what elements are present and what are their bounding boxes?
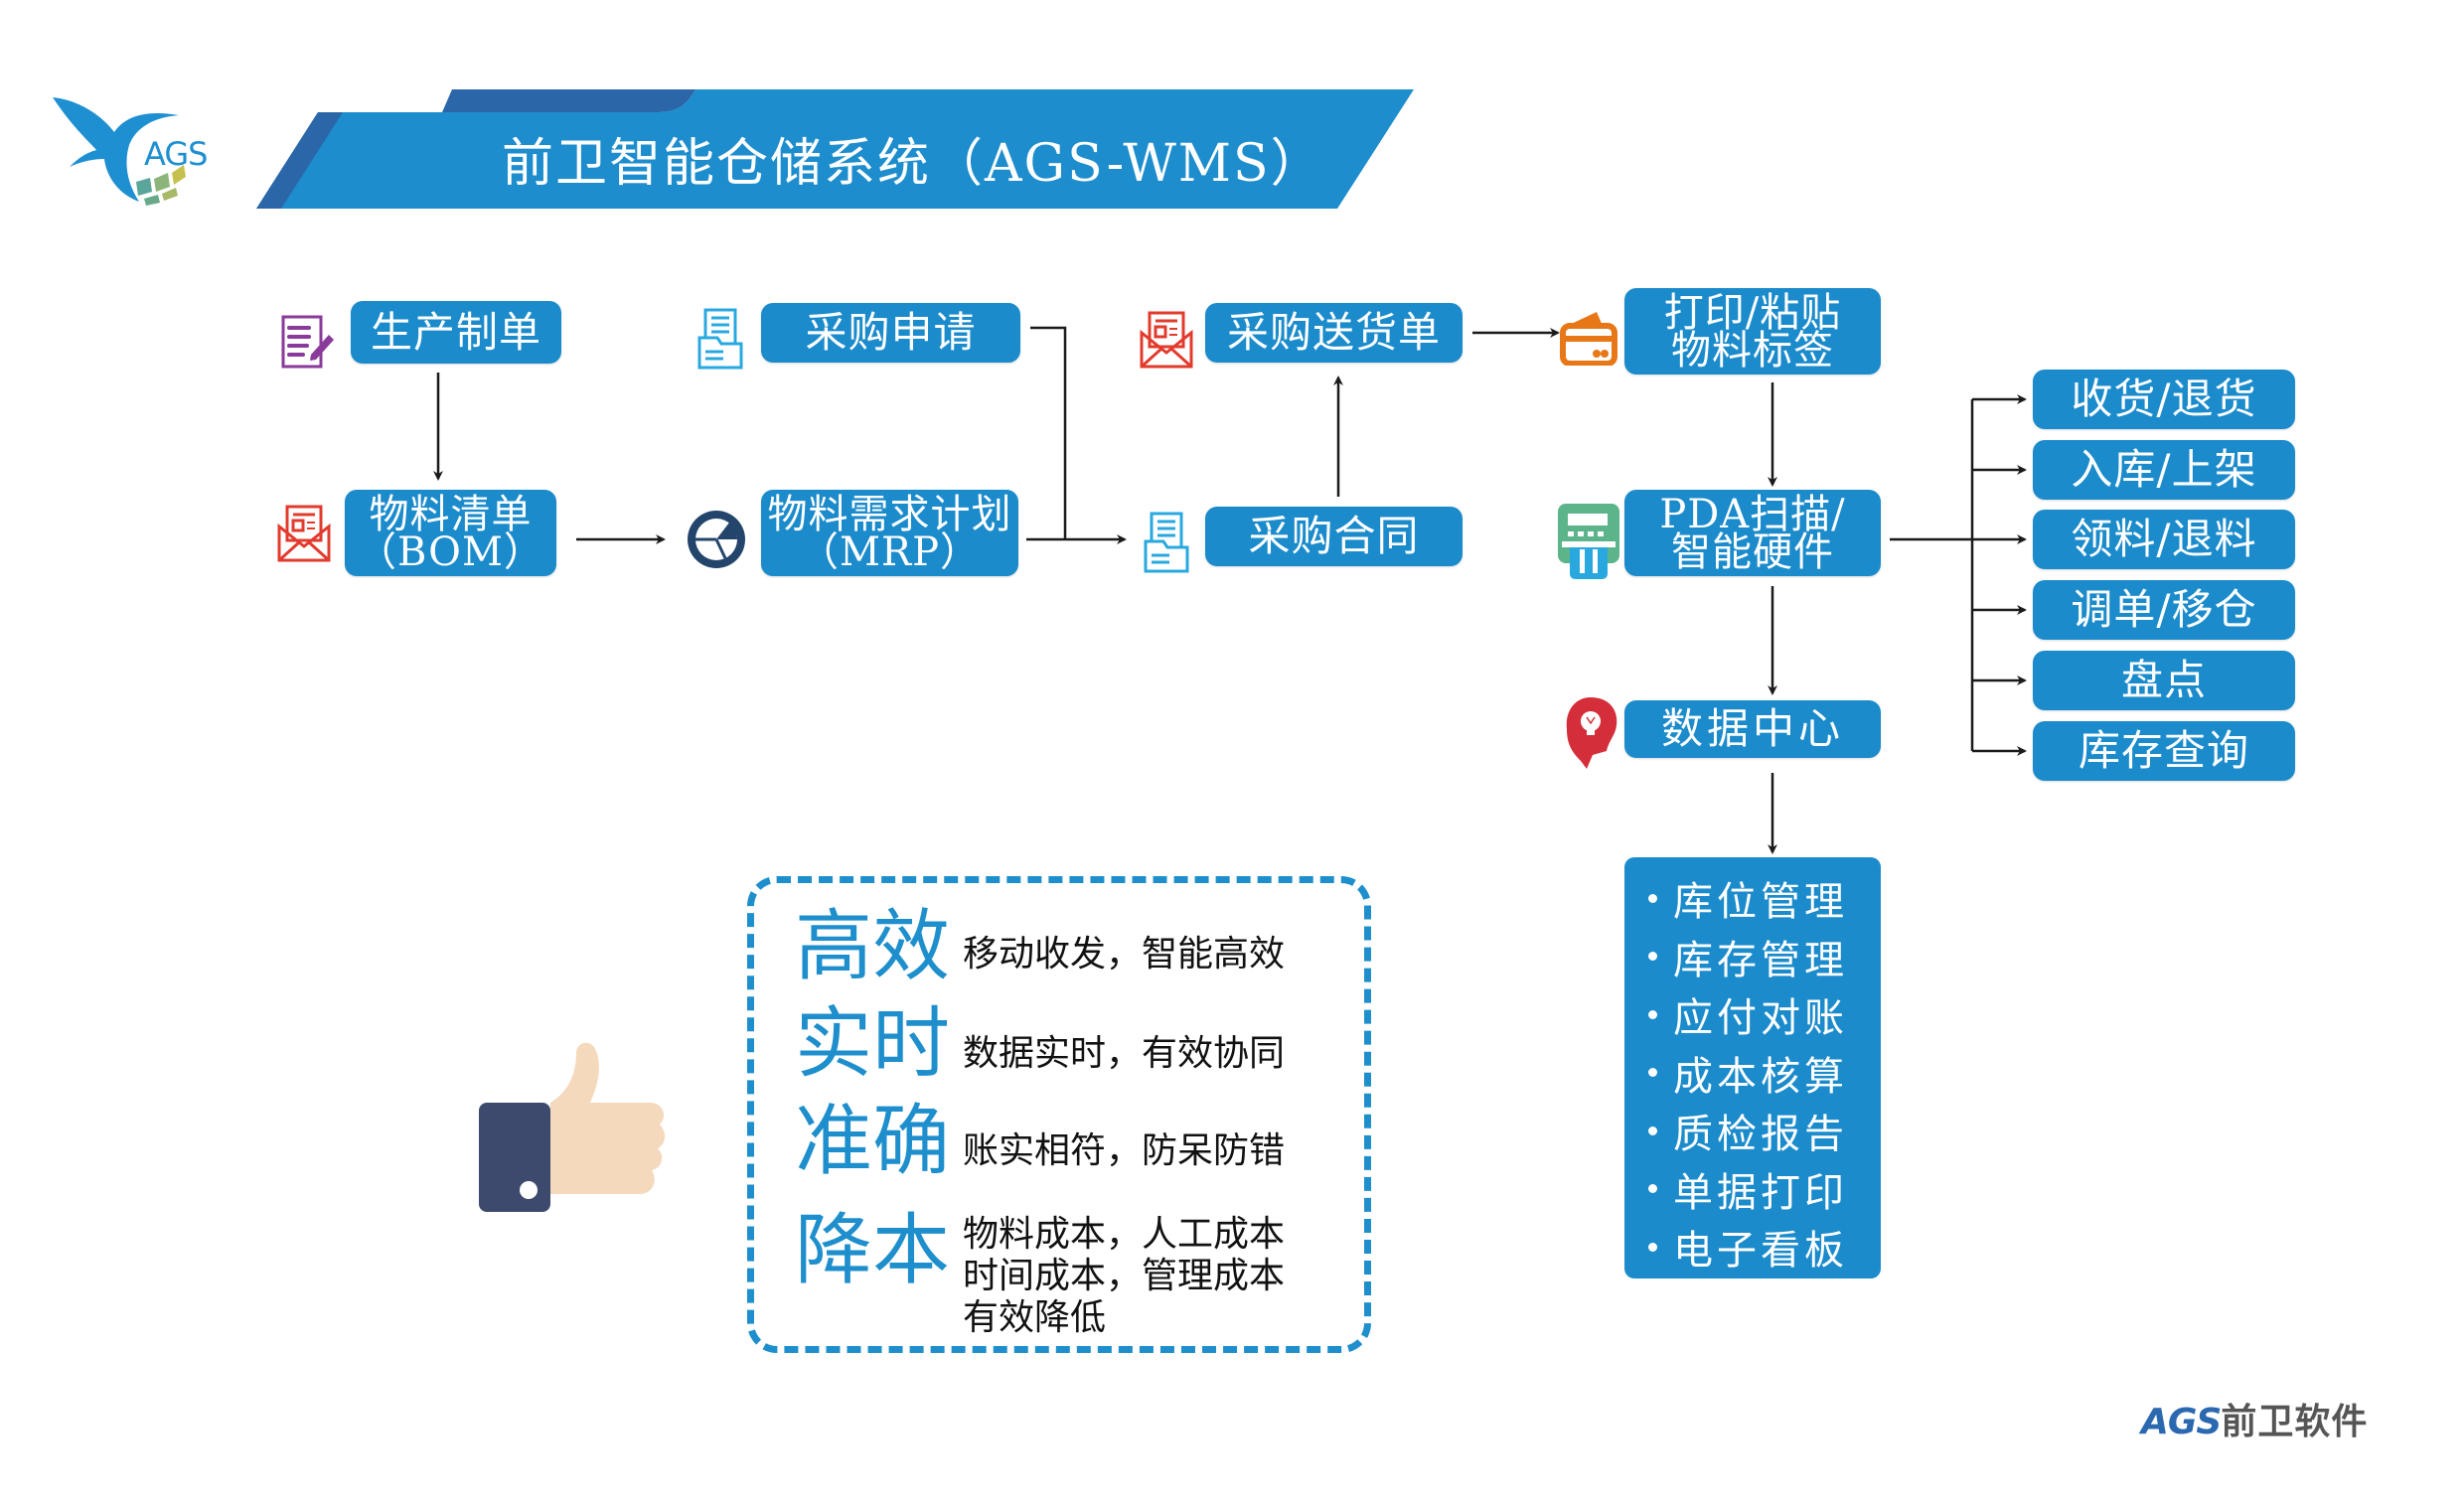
pda-box[interactable]: PDA扫描/ 智能硬件 <box>1624 490 1881 576</box>
benefit-description: 移动收发，智能高效 <box>963 934 1286 975</box>
operation-label: 领料/退料 <box>2071 515 2257 563</box>
benefit-description: 数据实时，有效协同 <box>963 1033 1286 1074</box>
card-icon <box>1560 312 1617 366</box>
mrp-box[interactable]: 物料需求计划 （MRP） <box>761 490 1018 576</box>
benefit-item: 高效 移动收发，智能高效 <box>795 906 1285 987</box>
hummingbird-logo-icon <box>53 97 186 206</box>
bom-label: 物料清单 （BOM） <box>357 491 544 575</box>
bom-box[interactable]: 物料清单 （BOM） <box>345 490 556 576</box>
operation-label: 调单/移仓 <box>2071 585 2257 634</box>
benefit-keyword: 降本 <box>795 1206 951 1295</box>
operation-item[interactable]: 库存查询 <box>2033 721 2295 781</box>
list-item-label: 库存管理 <box>1673 937 1848 983</box>
mrp-label: 物料需求计划 （MRP） <box>767 491 1012 575</box>
list-item-label: 电子看板 <box>1673 1228 1848 1275</box>
bullet-icon <box>1648 1126 1657 1135</box>
list-item[interactable]: 单据打印 <box>1624 1160 1881 1219</box>
envelope-icon <box>1140 311 1193 369</box>
print-label-label: 打印/粘贴 物料标签 <box>1663 289 1842 374</box>
benefits-panel <box>747 876 1371 1353</box>
list-item[interactable]: 库位管理 <box>1624 869 1881 928</box>
list-item[interactable]: 成本核算 <box>1624 1044 1881 1103</box>
list-item-label: 库位管理 <box>1673 879 1848 926</box>
pda-label: PDA扫描/ 智能硬件 <box>1659 491 1846 575</box>
bullet-icon <box>1648 952 1657 962</box>
document-icon <box>1144 512 1189 573</box>
purchase-contract-box[interactable]: 采购合同 <box>1205 507 1463 566</box>
print-label-box[interactable]: 打印/粘贴 物料标签 <box>1624 288 1881 375</box>
list-item[interactable]: 电子看板 <box>1624 1218 1881 1276</box>
benefit-item: 降本 物料成本，人工成本 时间成本，管理成本 有效降低 <box>795 1210 1285 1339</box>
pie-chart-icon <box>688 511 745 568</box>
operation-label: 收货/退货 <box>2071 375 2257 423</box>
operation-label: 入库/上架 <box>2071 445 2257 494</box>
footer-brand: AGS前卫软件 <box>2141 1393 2368 1444</box>
operation-label: 盘点 <box>2120 656 2207 704</box>
list-item[interactable]: 应付对账 <box>1624 985 1881 1044</box>
purchase-delivery-box[interactable]: 采购送货单 <box>1205 303 1463 363</box>
footer-brand-latin: AGS <box>2141 1402 2222 1442</box>
data-center-label: 数据中心 <box>1660 704 1844 753</box>
data-center-box[interactable]: 数据中心 <box>1624 700 1881 758</box>
thumbs-up-icon <box>479 1042 666 1212</box>
bullet-icon <box>1648 1242 1657 1252</box>
production-order-label: 生产制单 <box>370 307 541 357</box>
footer-brand-cn: 前卫软件 <box>2221 1402 2369 1442</box>
operation-item[interactable]: 收货/退货 <box>2033 370 2295 429</box>
benefit-description: 账实相符，防呆防错 <box>963 1130 1286 1171</box>
benefit-keyword: 高效 <box>795 902 951 991</box>
list-item-label: 应付对账 <box>1673 995 1848 1042</box>
envelope-icon <box>277 505 331 562</box>
list-item-label: 成本核算 <box>1673 1053 1848 1100</box>
data-center-function-list: 库位管理 库存管理 应付对账 成本核算 质检报告 单据打印 电子看板 <box>1624 857 1881 1278</box>
list-item-label: 单据打印 <box>1673 1169 1848 1216</box>
bullet-icon <box>1648 1009 1657 1019</box>
benefit-description: 物料成本，人工成本 时间成本，管理成本 有效降低 <box>963 1214 1286 1338</box>
operation-item[interactable]: 领料/退料 <box>2033 510 2295 569</box>
benefit-keyword: 实时 <box>795 999 951 1089</box>
purchase-delivery-label: 采购送货单 <box>1226 308 1441 357</box>
purchase-request-label: 采购申请 <box>805 308 977 357</box>
page-title: 前卫智能仓储系统（AGS-WMS） <box>502 134 1324 194</box>
operation-label: 库存查询 <box>2078 726 2249 775</box>
bullet-icon <box>1648 1068 1657 1078</box>
document-icon <box>697 308 743 370</box>
bullet-icon <box>1648 1184 1657 1194</box>
operation-item[interactable]: 入库/上架 <box>2033 440 2295 500</box>
benefit-keyword: 准确 <box>795 1097 951 1186</box>
bullet-icon <box>1648 893 1657 903</box>
pda-scanner-icon <box>1558 504 1619 579</box>
benefit-item: 准确 账实相符，防呆防错 <box>795 1101 1285 1182</box>
purchase-request-box[interactable]: 采购申请 <box>761 303 1020 363</box>
lightbulb-head-icon <box>1566 697 1617 769</box>
title-banner <box>256 89 1414 209</box>
benefit-item: 实时 数据实时，有效协同 <box>795 1003 1285 1085</box>
operation-item[interactable]: 调单/移仓 <box>2033 580 2295 640</box>
document-edit-icon <box>281 315 334 369</box>
list-item[interactable]: 质检报告 <box>1624 1102 1881 1160</box>
logo-text: AGS <box>144 135 208 173</box>
production-order-box[interactable]: 生产制单 <box>351 301 561 364</box>
operation-item[interactable]: 盘点 <box>2033 651 2295 710</box>
purchase-contract-label: 采购合同 <box>1248 512 1420 560</box>
list-item[interactable]: 库存管理 <box>1624 928 1881 986</box>
list-item-label: 质检报告 <box>1673 1112 1848 1158</box>
line-request-to-contract <box>1030 326 1067 539</box>
company-logo: AGS <box>45 87 219 209</box>
